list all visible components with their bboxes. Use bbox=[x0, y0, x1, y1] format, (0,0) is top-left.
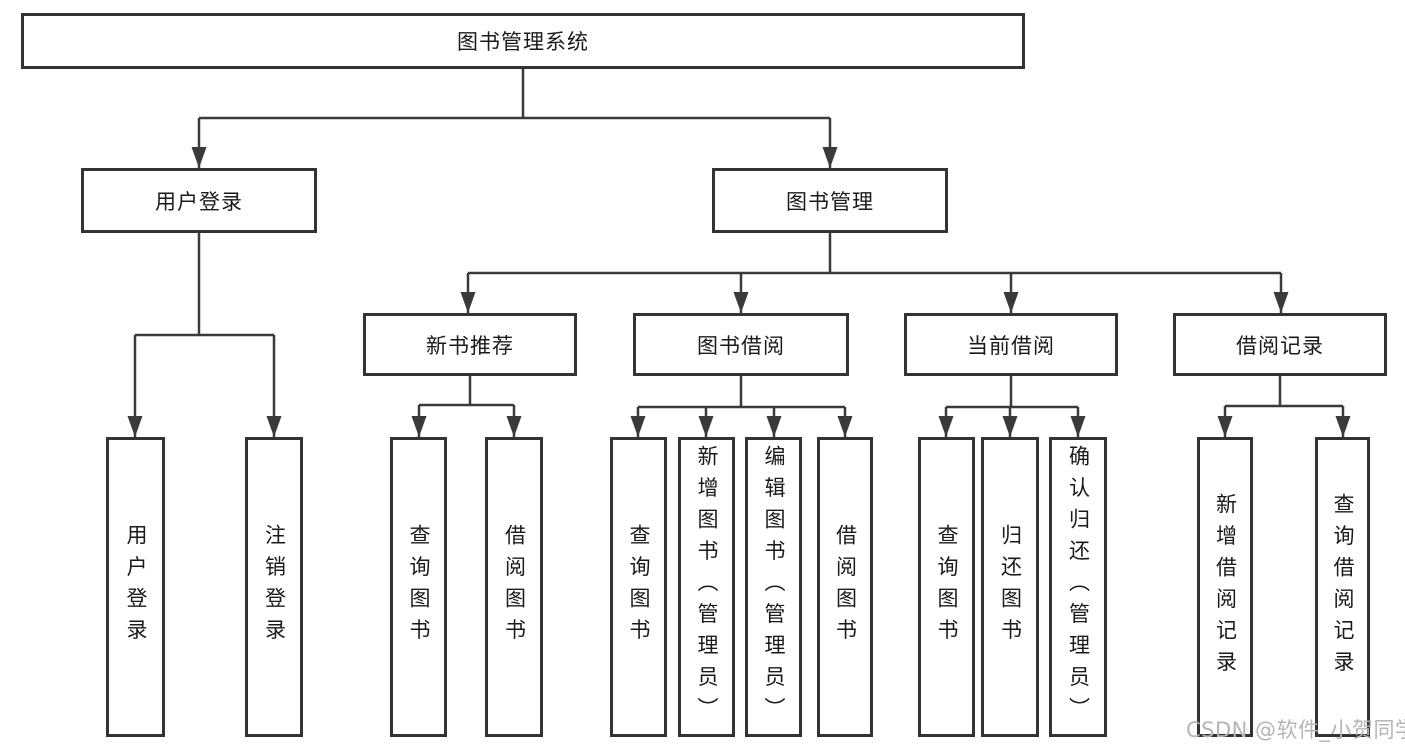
leaf-confirm-return-admin: 确认归还（管理员） bbox=[1049, 437, 1107, 737]
node-label: 图书借阅 bbox=[697, 333, 785, 358]
node-label: 图书管理系统 bbox=[457, 30, 589, 54]
leaf-query-books-3: 查询图书 bbox=[918, 437, 975, 737]
node-root-system: 图书管理系统 bbox=[21, 13, 1025, 69]
node-label: 查询图书 bbox=[935, 524, 959, 650]
node-borrow-records: 借阅记录 bbox=[1173, 313, 1387, 376]
node-label: 用户登录 bbox=[155, 189, 243, 214]
node-label: 借阅图书 bbox=[833, 524, 858, 650]
node-new-book-recommend: 新书推荐 bbox=[363, 313, 577, 376]
leaf-return-books: 归还图书 bbox=[981, 437, 1039, 737]
node-current-borrow: 当前借阅 bbox=[904, 313, 1118, 376]
node-label: 查询借阅记录 bbox=[1331, 492, 1355, 682]
node-label: 编辑图书（管理员） bbox=[762, 445, 786, 729]
node-user-login: 用户登录 bbox=[81, 168, 317, 233]
leaf-edit-books-admin: 编辑图书（管理员） bbox=[745, 437, 802, 737]
node-label: 查询图书 bbox=[407, 524, 431, 650]
node-label: 查询图书 bbox=[627, 524, 651, 650]
node-label: 借阅记录 bbox=[1236, 333, 1324, 358]
node-label: 用户登录 bbox=[124, 524, 148, 650]
leaf-borrow-books-2: 借阅图书 bbox=[817, 437, 873, 737]
leaf-user-login: 用户登录 bbox=[106, 437, 165, 737]
csdn-watermark: CSDN @软件_小贺同学 bbox=[1186, 718, 1405, 742]
leaf-query-books-1: 查询图书 bbox=[390, 437, 447, 737]
leaf-query-borrow-record: 查询借阅记录 bbox=[1315, 437, 1370, 737]
leaf-add-borrow-record: 新增借阅记录 bbox=[1197, 437, 1253, 737]
node-label: 注销登录 bbox=[262, 524, 287, 650]
node-label: 图书管理 bbox=[786, 189, 874, 214]
node-label: 新增借阅记录 bbox=[1213, 492, 1238, 682]
leaf-borrow-books-1: 借阅图书 bbox=[485, 437, 543, 737]
node-label: 确认归还（管理员） bbox=[1066, 445, 1091, 729]
node-book-management: 图书管理 bbox=[712, 168, 948, 233]
node-label: 归还图书 bbox=[998, 524, 1023, 650]
node-book-borrow: 图书借阅 bbox=[633, 313, 849, 376]
leaf-query-books-2: 查询图书 bbox=[610, 437, 667, 737]
node-label: 新增图书（管理员） bbox=[695, 445, 719, 729]
leaf-logout: 注销登录 bbox=[245, 437, 303, 737]
leaf-add-books-admin: 新增图书（管理员） bbox=[678, 437, 735, 737]
node-label: 借阅图书 bbox=[502, 524, 527, 650]
node-label: 新书推荐 bbox=[426, 333, 514, 358]
node-label: 当前借阅 bbox=[967, 333, 1055, 358]
